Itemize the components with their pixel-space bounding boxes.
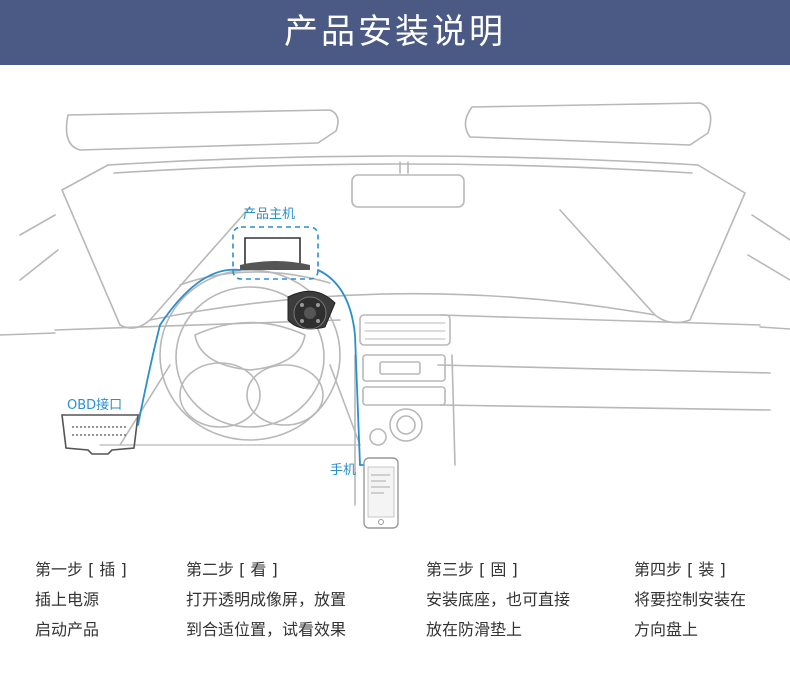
product-display [244,237,301,266]
header-bar: 产品安装说明 [0,0,790,65]
step-title: 第一步 [ 插 ] [35,560,127,579]
step-4: 第四步 [ 装 ] 将要控制安装在 方向盘上 [634,555,746,645]
step-1: 第一步 [ 插 ] 插上电源 启动产品 [35,555,127,645]
step-title: 第二步 [ 看 ] [186,560,278,579]
cable-lines [137,268,369,466]
callout-product: 产品主机 [243,207,296,222]
step-text: 方向盘上 [634,620,699,639]
callout-obd: OBD接口 [67,398,123,413]
right-a-pillar [559,164,746,324]
windshield-top [107,155,699,166]
page-title: 产品安装说明 [284,12,506,52]
climate-knob [389,408,423,442]
step-text: 到合适位置，试看效果 [186,620,347,639]
step-text: 将要控制安装在 [634,590,747,609]
step-text: 启动产品 [35,620,100,639]
radio-panel [362,354,446,382]
wheel-controller [287,290,336,330]
step-title: 第四步 [ 装 ] [634,560,726,579]
callout-phone: 手机 [330,463,357,478]
step-text: 插上电源 [35,590,100,609]
car-interior-diagram: 产品主机 OBD接口 手机 [0,65,790,545]
left-sun-visor [65,109,339,151]
step-2: 第二步 [ 看 ] 打开透明成像屏，放置 到合适位置，试看效果 [186,555,346,645]
car-interior-illustration [0,102,790,529]
install-steps: 第一步 [ 插 ] 插上电源 启动产品 第二步 [ 看 ] 打开透明成像屏，放置… [0,555,790,675]
obd-port-shape [61,414,139,455]
left-a-pillar [61,164,251,329]
phone-shape [363,457,399,529]
rearview-mirror [351,174,465,208]
step-text: 打开透明成像屏，放置 [186,590,347,609]
product-dashed-outline [232,226,319,280]
step-title: 第三步 [ 固 ] [426,560,518,579]
step-3: 第三步 [ 固 ] 安装底座，也可直接 放在防滑垫上 [426,555,570,645]
center-vent [359,314,451,346]
step-text: 安装底座，也可直接 [426,590,571,609]
right-sun-visor [464,102,712,146]
step-text: 放在防滑垫上 [426,620,523,639]
